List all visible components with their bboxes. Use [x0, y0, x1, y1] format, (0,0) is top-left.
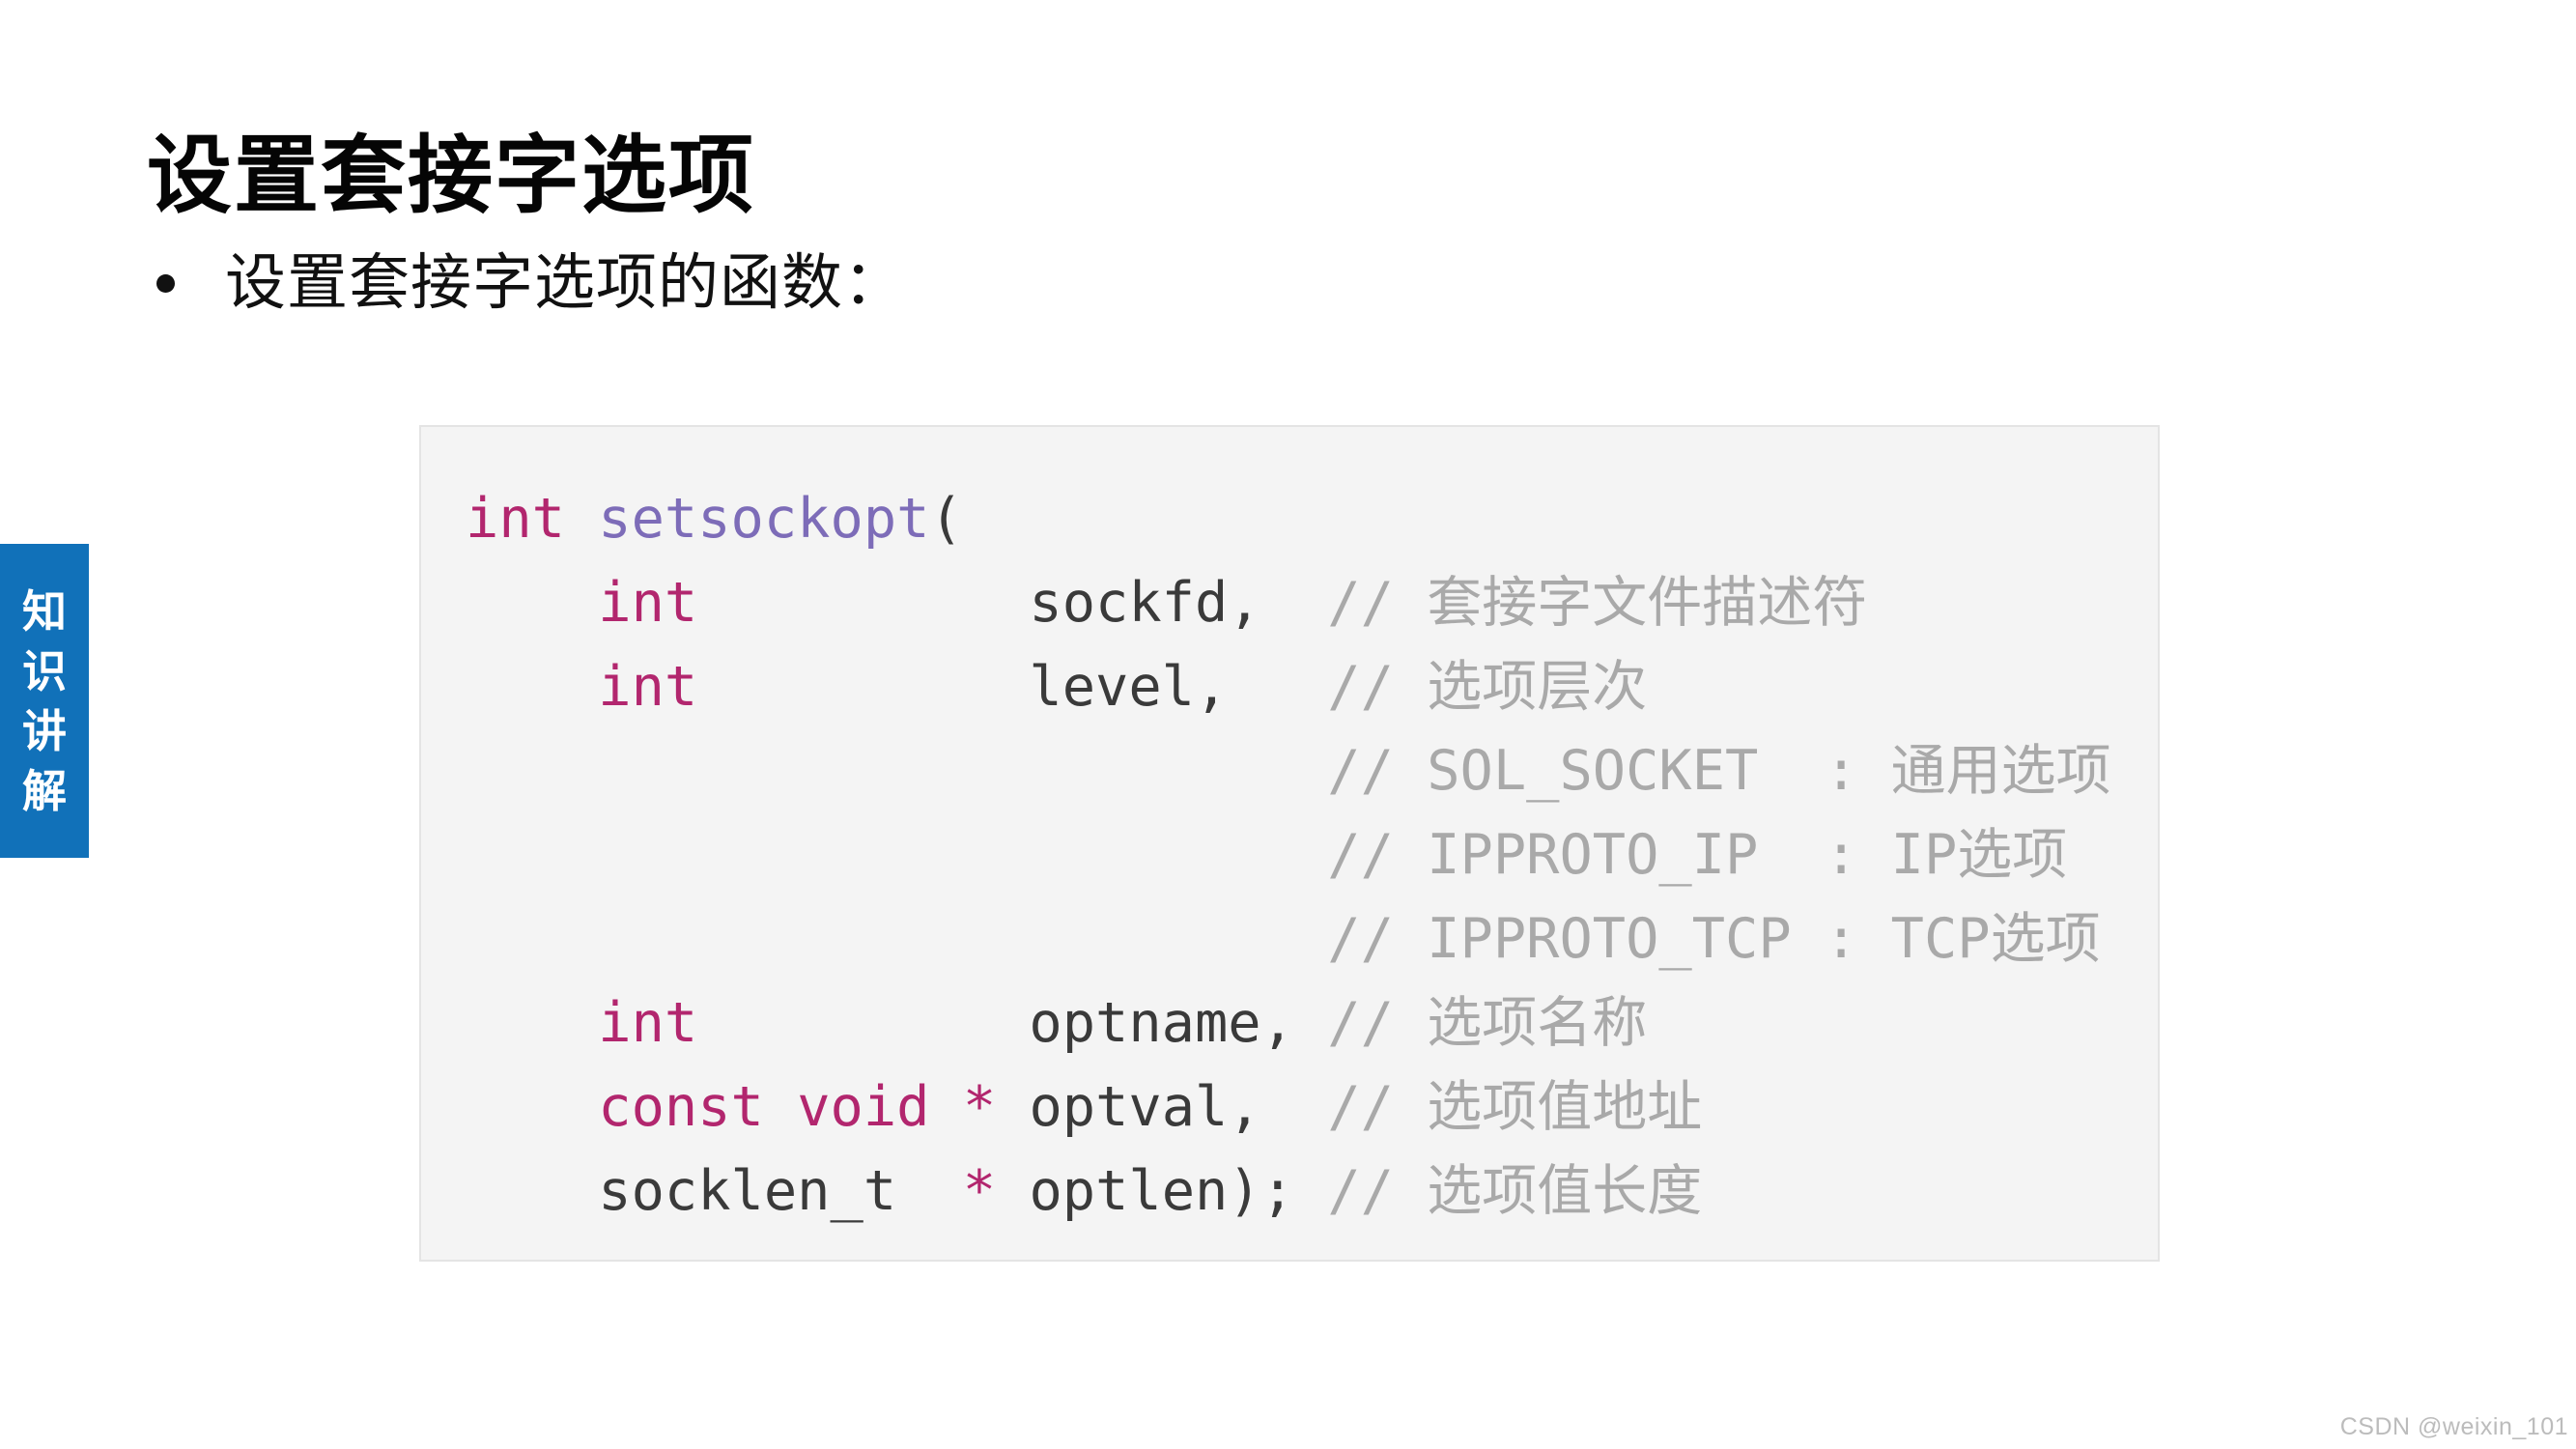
code-token-comment: // IPPROTO_TCP : TCP选项	[1327, 907, 2101, 971]
code-token-plain	[466, 655, 598, 719]
code-token-plain: sockfd,	[1029, 571, 1261, 635]
code-line: int sockfd, // 套接字文件描述符	[466, 561, 2158, 645]
knowledge-tab: 知识讲解	[0, 544, 89, 858]
code-token-keyword: int	[466, 487, 565, 551]
code-block: int setsockopt( int sockfd, // 套接字文件描述符 …	[419, 425, 2160, 1262]
code-token-plain	[565, 487, 598, 551]
knowledge-tab-char: 识	[22, 645, 67, 696]
code-token-keyword: *	[962, 1075, 997, 1139]
code-token-plain	[1228, 655, 1327, 719]
code-token-keyword: void	[797, 1075, 930, 1139]
code-token-plain: optval,	[1029, 1075, 1261, 1139]
code-token-keyword: *	[962, 1159, 997, 1223]
code-token-plain	[1261, 1075, 1328, 1139]
code-token-function: setsockopt	[598, 487, 930, 551]
code-token-keyword: const	[598, 1075, 764, 1139]
code-token-comment: // IPPROTO_IP : IP选项	[1327, 823, 2068, 887]
code-line: // SOL_SOCKET : 通用选项	[466, 729, 2158, 813]
code-token-plain: socklen_t	[598, 1159, 897, 1223]
code-token-plain	[896, 1159, 963, 1223]
code-token-comment: // 选项名称	[1327, 991, 1648, 1055]
code-token-plain	[1261, 571, 1328, 635]
code-token-plain	[697, 655, 1029, 719]
csdn-watermark: CSDN @weixin_101	[2339, 1413, 2568, 1440]
code-token-plain: optlen);	[1029, 1159, 1294, 1223]
code-token-plain	[697, 991, 1029, 1055]
bullet-marker-icon	[156, 274, 175, 294]
code-line: int setsockopt(	[466, 477, 2158, 561]
code-token-plain	[1294, 1159, 1327, 1223]
knowledge-tab-char: 解	[22, 765, 67, 816]
bullet-text: 设置套接字选项的函数：	[225, 249, 905, 317]
code-token-plain: (	[929, 487, 963, 551]
code-token-keyword: int	[598, 655, 698, 719]
code-token-comment: // SOL_SOCKET : 通用选项	[1327, 739, 2111, 803]
knowledge-tab-char: 讲	[22, 705, 67, 756]
code-token-plain: optname,	[1029, 991, 1294, 1055]
code-token-plain	[466, 571, 598, 635]
page-title: 设置套接字选项	[147, 127, 756, 223]
code-token-plain	[466, 1159, 598, 1223]
code-token-plain	[466, 823, 1327, 887]
code-token-plain	[996, 1159, 1029, 1223]
code-token-keyword: int	[598, 571, 698, 635]
code-token-plain	[764, 1075, 797, 1139]
code-token-plain	[1294, 991, 1327, 1055]
code-line: int optname, // 选项名称	[466, 981, 2158, 1065]
code-line: int level, // 选项层次	[466, 645, 2158, 729]
code-token-plain: level,	[1029, 655, 1229, 719]
code-token-plain	[466, 739, 1327, 803]
code-token-plain	[929, 1075, 962, 1139]
code-line: // IPPROTO_TCP : TCP选项	[466, 897, 2158, 981]
code-token-plain	[996, 1075, 1029, 1139]
knowledge-tab-char: 知	[22, 585, 67, 637]
code-token-comment: // 选项值地址	[1327, 1075, 1703, 1139]
bullet-item: 设置套接字选项的函数：	[156, 247, 905, 321]
code-token-comment: // 套接字文件描述符	[1327, 571, 1868, 635]
code-lines: int setsockopt( int sockfd, // 套接字文件描述符 …	[466, 477, 2158, 1234]
code-token-comment: // 选项层次	[1327, 655, 1648, 719]
code-token-keyword: int	[598, 991, 698, 1055]
code-token-plain	[697, 571, 1029, 635]
code-token-plain	[466, 907, 1327, 971]
code-line: const void * optval, // 选项值地址	[466, 1065, 2158, 1150]
code-line: socklen_t * optlen); // 选项值长度	[466, 1150, 2158, 1234]
code-token-plain	[466, 991, 598, 1055]
code-line: // IPPROTO_IP : IP选项	[466, 813, 2158, 897]
code-token-comment: // 选项值长度	[1327, 1159, 1703, 1223]
code-token-plain	[466, 1075, 598, 1139]
